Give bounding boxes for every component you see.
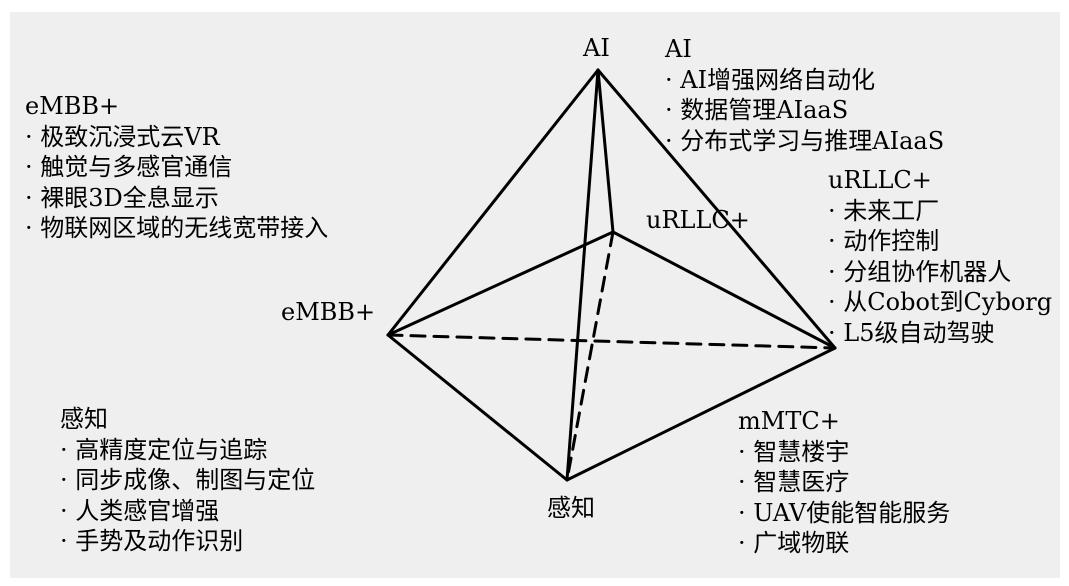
edge-embb-sensing — [386, 333, 569, 482]
group-ai-title: AI — [665, 35, 692, 63]
group-embb-title: eMBB+ — [25, 92, 120, 120]
edge-embb-mmtc-hidden — [386, 333, 837, 350]
group-ai-item: AI增强网络自动化 — [665, 65, 944, 96]
group-urllc-item: 未来工厂 — [828, 196, 1052, 227]
vertex-label-ai: AI — [583, 34, 610, 62]
group-urllc: uRLLC+ 未来工厂 动作控制 分组协作机器人 从Cobot到Cyborg L… — [828, 165, 1052, 348]
group-mmtc-title: mMTC+ — [738, 407, 840, 435]
vertex-label-urllc: uRLLC+ — [646, 206, 750, 234]
group-embb-item: 极致沉浸式云VR — [25, 122, 328, 153]
group-mmtc-item: 智慧楼宇 — [738, 437, 950, 468]
group-sensing-item: 人类感官增强 — [60, 496, 315, 527]
group-urllc-title: uRLLC+ — [828, 166, 932, 194]
group-urllc-item: 动作控制 — [828, 226, 1052, 257]
edge-urllc-sensing-hidden — [565, 230, 615, 482]
vertex-label-embb: eMBB+ — [281, 298, 376, 326]
group-urllc-item: L5级自动驾驶 — [828, 318, 1052, 349]
group-urllc-item: 从Cobot到Cyborg — [828, 287, 1052, 318]
edge-ai-mmtc — [596, 68, 837, 350]
edge-sensing-mmtc — [565, 346, 837, 482]
edge-ai-sensing — [565, 68, 600, 482]
group-sensing-item: 同步成像、制图与定位 — [60, 465, 315, 496]
group-embb-item: 触觉与多感官通信 — [25, 152, 328, 183]
group-sensing-title: 感知 — [60, 405, 108, 433]
group-ai: AI AI增强网络自动化 数据管理AIaaS 分布式学习与推理AIaaS — [665, 34, 944, 156]
group-sensing-item: 高精度定位与追踪 — [60, 435, 315, 466]
edge-ai-urllc — [596, 68, 615, 234]
group-embb-item: 裸眼3D全息显示 — [25, 183, 328, 214]
group-embb: eMBB+ 极致沉浸式云VR 触觉与多感官通信 裸眼3D全息显示 物联网区域的无… — [25, 91, 328, 244]
group-ai-item: 数据管理AIaaS — [665, 95, 944, 126]
group-mmtc-item: 广域物联 — [738, 528, 950, 559]
vertex-label-sensing: 感知 — [547, 494, 595, 522]
edge-urllc-mmtc — [611, 230, 837, 350]
edge-embb-urllc — [386, 230, 615, 337]
group-mmtc: mMTC+ 智慧楼宇 智慧医疗 UAV使能智能服务 广域物联 — [738, 406, 950, 559]
group-ai-item: 分布式学习与推理AIaaS — [665, 126, 944, 157]
group-mmtc-item: UAV使能智能服务 — [738, 498, 950, 529]
group-sensing-item: 手势及动作识别 — [60, 526, 315, 557]
edge-ai-embb — [386, 68, 600, 337]
group-mmtc-item: 智慧医疗 — [738, 467, 950, 498]
group-urllc-item: 分组协作机器人 — [828, 257, 1052, 288]
group-embb-item: 物联网区域的无线宽带接入 — [25, 213, 328, 244]
group-sensing: 感知 高精度定位与追踪 同步成像、制图与定位 人类感官增强 手势及动作识别 — [60, 404, 315, 557]
